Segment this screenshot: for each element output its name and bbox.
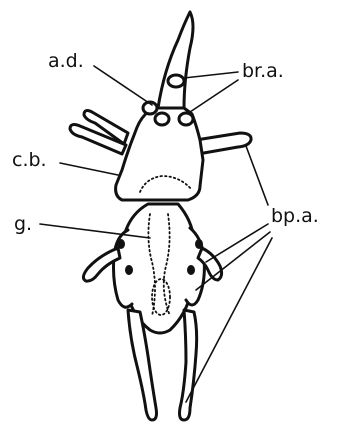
label-bpa: bp.a. bbox=[271, 205, 319, 227]
right-blob-lower bbox=[187, 265, 195, 275]
label-ad: a.d. bbox=[48, 50, 84, 72]
leader-ad bbox=[94, 66, 152, 105]
lower-body bbox=[83, 204, 221, 420]
leader-bpa-1 bbox=[246, 146, 268, 205]
leader-bpa-2 bbox=[206, 224, 268, 262]
leader-cb bbox=[60, 163, 118, 175]
right-leg bbox=[180, 310, 197, 420]
label-g: g. bbox=[14, 213, 32, 235]
right-inner-nodule bbox=[168, 75, 184, 87]
label-cb: c.b. bbox=[12, 149, 47, 171]
upper-body bbox=[70, 12, 251, 200]
right-nodule bbox=[179, 113, 193, 125]
leader-bra-2 bbox=[190, 80, 238, 112]
label-bra: br.a. bbox=[242, 60, 284, 82]
right-arm bbox=[196, 133, 251, 154]
left-inner-nodule bbox=[155, 113, 169, 125]
leader-bra-1 bbox=[184, 72, 238, 78]
head-spine bbox=[158, 12, 193, 108]
left-blob-lower bbox=[125, 265, 133, 275]
